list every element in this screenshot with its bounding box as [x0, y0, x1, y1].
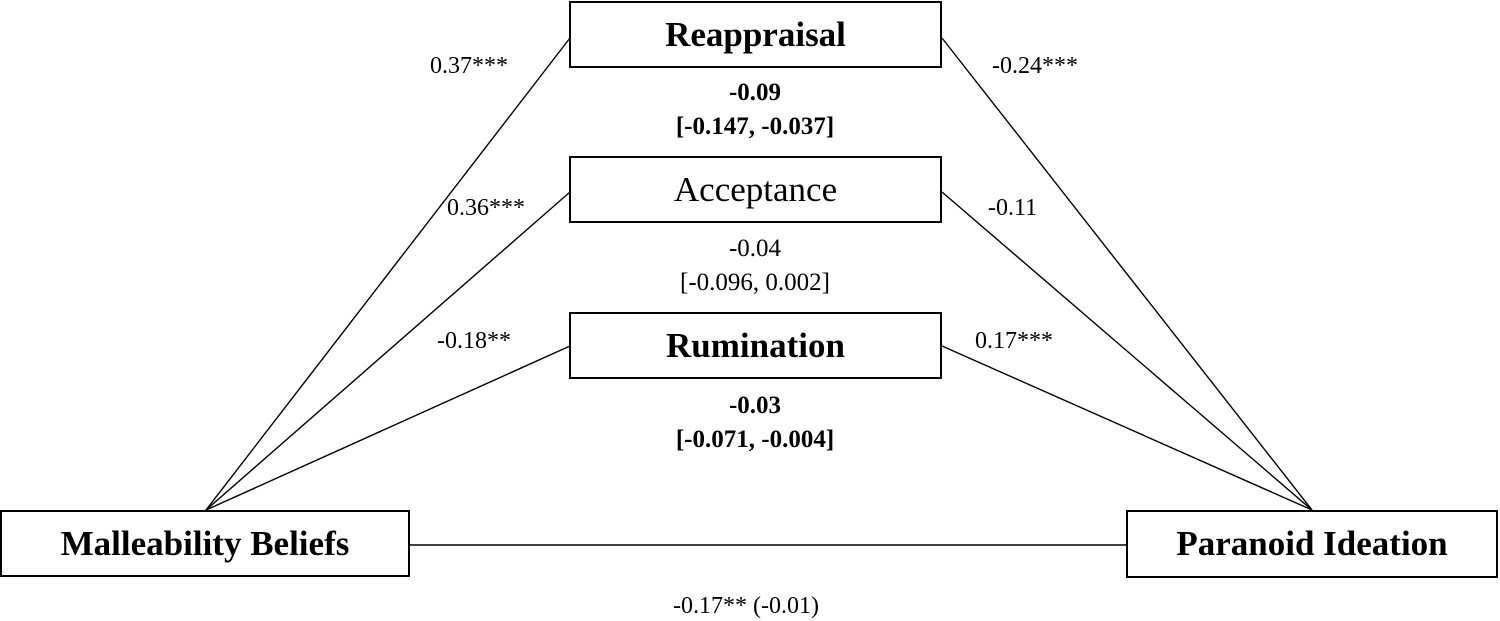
coef-b-reappraisal: -0.24*** [992, 53, 1078, 79]
node-acceptance-label: Acceptance [673, 169, 838, 209]
node-malleability-beliefs: Malleability Beliefs [0, 510, 410, 577]
indirect-reappraisal-ci: [-0.147, -0.037] [675, 113, 835, 140]
coef-a-acceptance: 0.36*** [447, 195, 525, 221]
indirect-rumination-estimate: -0.03 [728, 392, 782, 419]
path-a-reappraisal [205, 37, 571, 511]
coef-b-rumination: 0.17*** [975, 328, 1053, 354]
indirect-acceptance-ci: [-0.096, 0.002] [680, 269, 830, 296]
indirect-rumination-ci: [-0.071, -0.004] [675, 426, 835, 453]
path-a-acceptance [205, 191, 571, 511]
coef-b-acceptance: -0.11 [988, 195, 1038, 221]
node-rumination: Rumination [569, 312, 942, 379]
indirect-reappraisal-estimate: -0.09 [728, 79, 782, 106]
node-malleability-beliefs-label: Malleability Beliefs [60, 523, 350, 563]
path-a-rumination [205, 345, 571, 511]
node-reappraisal: Reappraisal [569, 1, 942, 68]
coef-a-reappraisal: 0.37*** [430, 53, 508, 79]
node-acceptance: Acceptance [569, 156, 942, 223]
node-paranoid-ideation-label: Paranoid Ideation [1176, 524, 1448, 563]
path-b-reappraisal [941, 37, 1313, 511]
indirect-rumination: -0.03 [-0.071, -0.004] [676, 389, 834, 457]
path-b-rumination [941, 345, 1313, 511]
indirect-reappraisal: -0.09 [-0.147, -0.037] [676, 76, 834, 144]
coef-c-total-direct: -0.17** (-0.01) [673, 593, 819, 619]
indirect-acceptance-estimate: -0.04 [728, 235, 782, 262]
indirect-acceptance: -0.04 [-0.096, 0.002] [680, 232, 830, 300]
node-paranoid-ideation: Paranoid Ideation [1126, 510, 1498, 578]
node-rumination-label: Rumination [666, 325, 845, 365]
coef-a-rumination: -0.18** [437, 328, 511, 354]
path-b-acceptance [941, 191, 1313, 511]
node-reappraisal-label: Reappraisal [665, 14, 846, 54]
